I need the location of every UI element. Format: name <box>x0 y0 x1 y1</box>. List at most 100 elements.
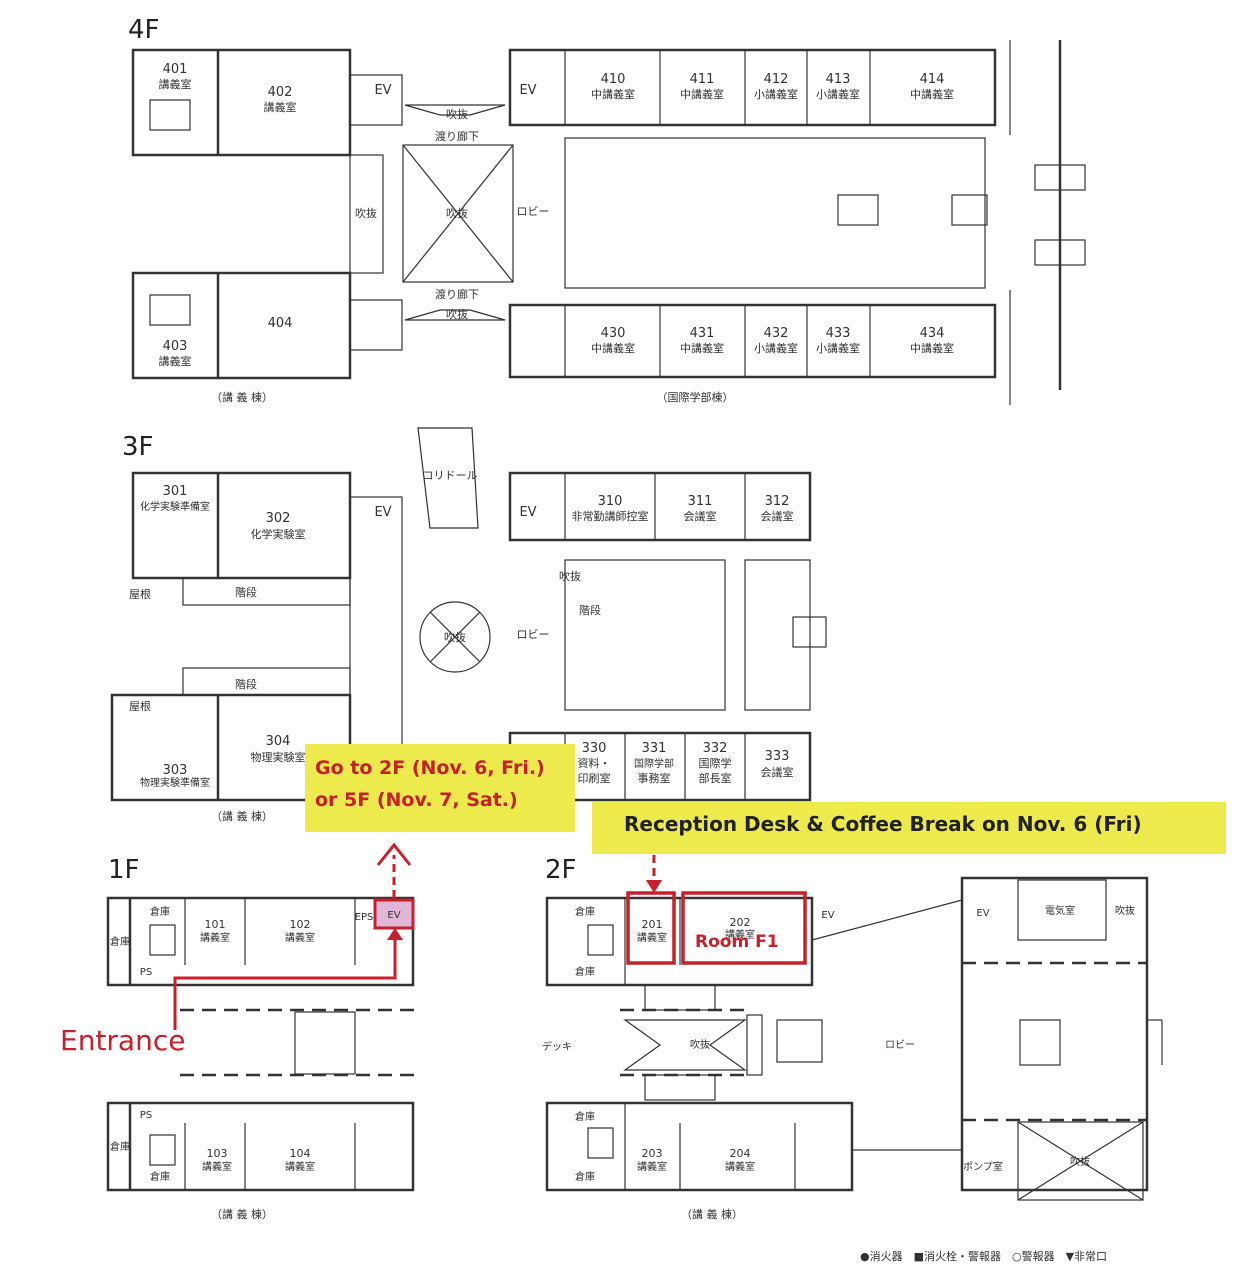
lobby-2f: ロビー <box>885 1039 915 1051</box>
entrance-route-arrow <box>387 928 403 940</box>
room-330-label-1: 資料・ <box>578 756 611 770</box>
building-label-1f: （講 義 棟） <box>211 1207 273 1221</box>
ps-1f-1: PS <box>140 967 152 978</box>
fukinuke-2f-2: 吹抜 <box>1115 904 1135 917</box>
room-332-label-2: 部長室 <box>699 771 732 785</box>
room-331-label-1: 国際学部 <box>634 757 674 770</box>
building-label-4f-lecture: （講 義 棟） <box>211 390 273 404</box>
room-f1-label: Room F1 <box>695 932 779 952</box>
room-403-number: 403 <box>163 339 188 354</box>
fukinuke-4f-2: 吹抜 <box>355 206 377 220</box>
room-204-number: 204 <box>730 1147 751 1160</box>
kaidan-3f-1: 階段 <box>235 585 257 599</box>
building-label-3f-lecture: （講 義 棟） <box>211 809 273 823</box>
yane-3f-1: 屋根 <box>129 587 151 601</box>
room-402-label: 講義室 <box>264 100 297 114</box>
room-434-label: 中講義室 <box>910 341 954 355</box>
room-434-number: 434 <box>920 326 945 341</box>
eps-1f: EPS <box>355 912 374 923</box>
room-331-label-2: 事務室 <box>638 771 671 785</box>
room-403-label: 講義室 <box>159 354 192 368</box>
room-401-label: 講義室 <box>159 77 192 91</box>
room-332-label-1: 国際学 <box>699 756 732 770</box>
room-104-label: 講義室 <box>285 1160 315 1173</box>
floor-label-1f: 1F <box>108 855 140 885</box>
room-402-number: 402 <box>268 85 293 100</box>
fukinuke-2f-1: 吹抜 <box>690 1038 710 1051</box>
room-332-number: 332 <box>703 741 728 756</box>
room-304-number: 304 <box>266 734 291 749</box>
room-103-number: 103 <box>207 1147 228 1160</box>
room-433-number: 433 <box>826 326 851 341</box>
souko-1f-4: 倉庫 <box>150 1170 170 1183</box>
room-330-number: 330 <box>582 741 607 756</box>
room-203-label: 講義室 <box>637 1160 667 1173</box>
room-102-label: 講義室 <box>285 931 315 944</box>
entrance-route <box>173 935 397 1030</box>
ev-2f-right: EV <box>976 908 989 919</box>
room-103-label: 講義室 <box>202 1160 232 1173</box>
fukinuke-3f-1: 吹抜 <box>444 630 466 644</box>
fukinuke-2f-3: 吹抜 <box>1070 1155 1090 1168</box>
room-302-number: 302 <box>266 511 291 526</box>
room-414-number: 414 <box>920 72 945 87</box>
room-432-number: 432 <box>764 326 789 341</box>
room-331-number: 331 <box>642 741 667 756</box>
room-301-label: 化学実験準備室 <box>140 500 210 513</box>
ev-4f-right: EV <box>519 83 536 98</box>
ev-4f-left: EV <box>374 83 391 98</box>
lobby-4f: ロビー <box>517 205 550 218</box>
lobby-3f: ロビー <box>517 628 550 641</box>
ps-1f-2: PS <box>140 1110 152 1121</box>
floor-4f <box>131 40 1086 405</box>
building-label-2f: （講 義 棟） <box>681 1207 743 1221</box>
goto-line-2: or 5F (Nov. 7, Sat.) <box>315 789 518 811</box>
room-333-number: 333 <box>765 749 790 764</box>
ev-3f-left: EV <box>374 505 391 520</box>
room-310-number: 310 <box>598 494 623 509</box>
room-101-label: 講義室 <box>200 931 230 944</box>
room-411-number: 411 <box>690 72 715 87</box>
pump-2f: ポンプ室 <box>963 1160 1003 1173</box>
kaidan-3f-3: 階段 <box>579 603 601 617</box>
souko-2f-3: 倉庫 <box>575 1110 595 1123</box>
room-411-label: 中講義室 <box>680 87 724 101</box>
floor-2f <box>545 876 1163 1201</box>
room-410-label: 中講義室 <box>591 87 635 101</box>
souko-2f-2: 倉庫 <box>575 965 595 978</box>
room-431-number: 431 <box>690 326 715 341</box>
room-101-number: 101 <box>205 918 226 931</box>
room-404-number: 404 <box>268 316 293 331</box>
room-301-number: 301 <box>163 484 188 499</box>
room-433-label: 小講義室 <box>816 341 860 355</box>
room-202-highlight[interactable] <box>681 891 807 965</box>
room-202-number: 202 <box>730 916 751 929</box>
denki-2f: 電気室 <box>1045 904 1075 917</box>
corridor-3f: コリドール <box>423 469 478 482</box>
fukinuke-4f-4: 吹抜 <box>446 307 468 321</box>
floor-label-4f: 4F <box>128 15 160 45</box>
souko-1f-1: 倉庫 <box>150 905 170 918</box>
room-302-label: 化学実験室 <box>251 527 306 541</box>
room-201-highlight[interactable] <box>626 891 676 965</box>
reception-annotation: Reception Desk & Coffee Break on Nov. 6 … <box>592 802 1226 854</box>
watari-4f-1: 渡り廊下 <box>435 129 479 143</box>
goto-line-1: Go to 2F (Nov. 6, Fri.) <box>315 757 545 779</box>
room-203-number: 203 <box>642 1147 663 1160</box>
map-legend: ●消火器 ■消火栓・警報器 ○警報器 ▼非常口 <box>860 1250 1108 1263</box>
room-430-label: 中講義室 <box>591 341 635 355</box>
room-202-label: 講義室 <box>725 928 755 941</box>
room-431-label: 中講義室 <box>680 341 724 355</box>
ev-1f-highlight[interactable] <box>373 898 415 930</box>
room-102-number: 102 <box>290 918 311 931</box>
room-204-label: 講義室 <box>725 1160 755 1173</box>
goto-arrow-head <box>376 842 412 866</box>
building-label-4f-intl: （国際学部棟） <box>657 390 734 404</box>
ev-3f-right: EV <box>519 505 536 520</box>
room-312-number: 312 <box>765 494 790 509</box>
room-303-number: 303 <box>163 763 188 778</box>
floor-label-3f: 3F <box>122 432 154 462</box>
room-330-label-2: 印刷室 <box>578 771 611 785</box>
goto-floor-annotation: Go to 2F (Nov. 6, Fri.) or 5F (Nov. 7, S… <box>305 744 575 832</box>
